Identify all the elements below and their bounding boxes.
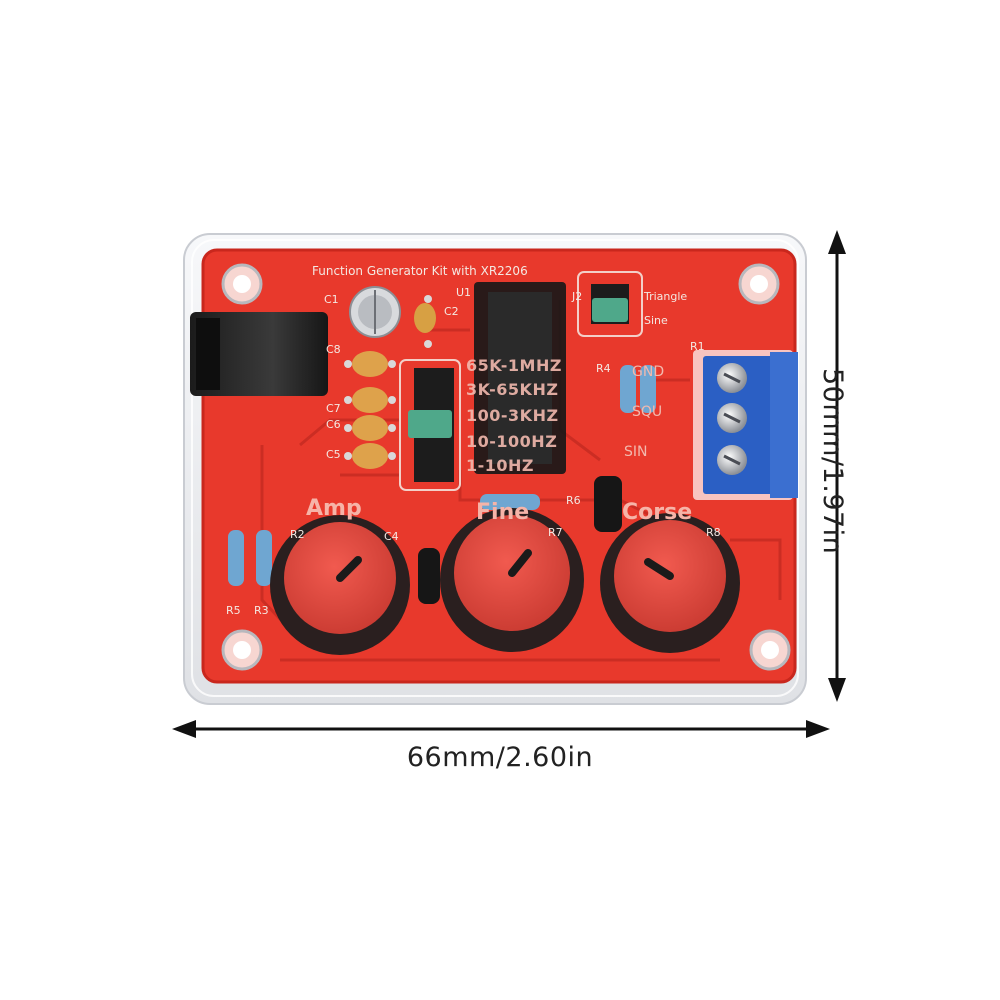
ref-c7: C7 (326, 402, 341, 415)
ref-c5: C5 (326, 448, 341, 461)
board-title: Function Generator Kit with XR2206 (312, 264, 528, 278)
ref-r8: R8 (706, 526, 721, 539)
output-terminal-block (693, 350, 798, 500)
label-corse: Corse (622, 500, 693, 525)
fine-frequency-knob[interactable] (440, 508, 584, 652)
ref-u1: U1 (456, 286, 472, 299)
freq-range-5: 1-10HZ (466, 456, 535, 475)
ref-r5: R5 (226, 604, 241, 617)
capacitors-small (418, 476, 622, 604)
frequency-jumper-header (399, 359, 461, 491)
freq-range-4: 10-100HZ (466, 432, 558, 451)
ref-r2: R2 (290, 528, 305, 541)
ref-c6: C6 (326, 418, 341, 431)
waveform-jumper (577, 271, 643, 337)
ref-r6: R6 (566, 494, 581, 507)
arrow-head-right-icon (806, 720, 830, 738)
ref-c2: C2 (444, 305, 459, 318)
ref-r7: R7 (548, 526, 563, 539)
width-dimension-label: 66mm/2.60in (406, 742, 594, 773)
label-fine: Fine (476, 500, 530, 525)
label-triangle: Triangle (644, 290, 688, 303)
ref-c1: C1 (324, 293, 339, 306)
arrow-head-up-icon (828, 230, 846, 254)
ref-c8: C8 (326, 343, 341, 356)
capacitor-c1 (349, 286, 401, 338)
label-amp: Amp (306, 496, 362, 521)
coarse-frequency-knob[interactable] (600, 513, 740, 653)
arrow-head-left-icon (172, 720, 196, 738)
ref-j2: J2 (572, 290, 583, 303)
freq-range-2: 3K-65KHZ (466, 380, 559, 399)
height-dimension-label: 50mm/1.97in (817, 368, 848, 555)
ref-r1: R1 (690, 340, 705, 353)
ceramic-capacitors (344, 351, 396, 469)
label-sin-out: SIN (624, 444, 648, 460)
freq-range-1: 65K-1MHZ (466, 356, 562, 375)
amplitude-knob[interactable] (270, 515, 410, 655)
mounting-holes (221, 263, 791, 671)
dc-power-jack (190, 312, 328, 396)
label-gnd: GND (632, 364, 665, 380)
arrow-head-down-icon (828, 678, 846, 702)
ref-r4: R4 (596, 362, 611, 375)
capacitor-c2 (414, 295, 436, 348)
resistors (228, 365, 656, 586)
freq-range-3: 100-3KHZ (466, 406, 559, 425)
label-sine: Sine (644, 314, 668, 327)
ref-c4: C4 (384, 530, 399, 543)
ref-r3: R3 (254, 604, 269, 617)
xr2206-ic (474, 282, 566, 474)
label-squ: SQU (632, 404, 663, 420)
